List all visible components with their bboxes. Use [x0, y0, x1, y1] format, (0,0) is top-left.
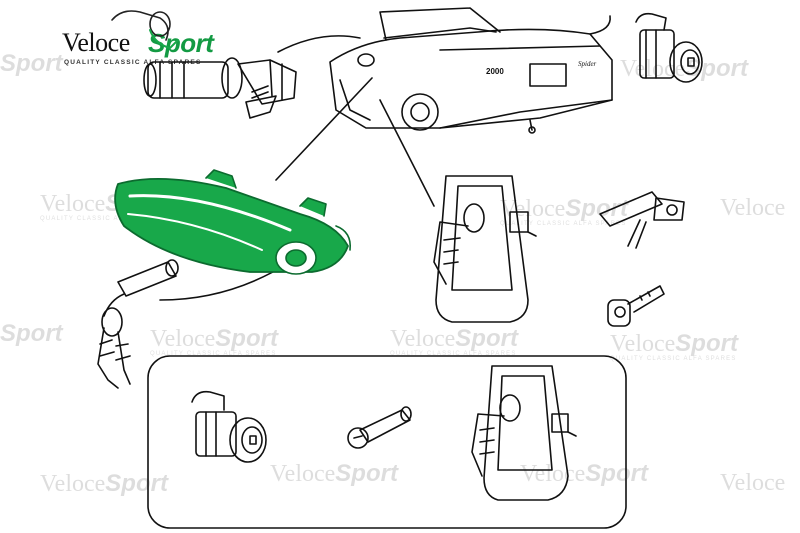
car-script-badge: Spider	[578, 60, 597, 68]
leader-line	[379, 99, 435, 207]
single-key-right	[607, 285, 665, 327]
logo-emblem-icon	[111, 10, 179, 49]
leader-line	[589, 15, 611, 35]
inset-lock-cylinder	[347, 406, 412, 449]
lock-cylinder-with-keys	[97, 259, 179, 389]
inset-ignition-barrel	[191, 390, 267, 463]
logo-tagline: QUALITY CLASSIC ALFA SPARES	[64, 59, 202, 66]
ignition-barrel-top-right	[635, 12, 703, 83]
leader-line	[275, 77, 373, 181]
boot-lock-center	[433, 175, 537, 323]
logo-text-veloce: Veloce	[62, 28, 130, 57]
parts-inset-panel	[147, 355, 627, 529]
car-illustration	[329, 7, 613, 134]
car-badge: 2000	[486, 67, 504, 76]
key-pair-right	[599, 191, 685, 249]
veloce-sport-logo: Veloce Sport QUALITY CLASSIC ALFA SPARES	[62, 28, 242, 74]
door-handle-highlighted	[114, 169, 352, 275]
leader-line	[277, 35, 361, 53]
lock-barrel-with-keys	[143, 57, 297, 119]
inset-boot-lock	[471, 365, 577, 501]
